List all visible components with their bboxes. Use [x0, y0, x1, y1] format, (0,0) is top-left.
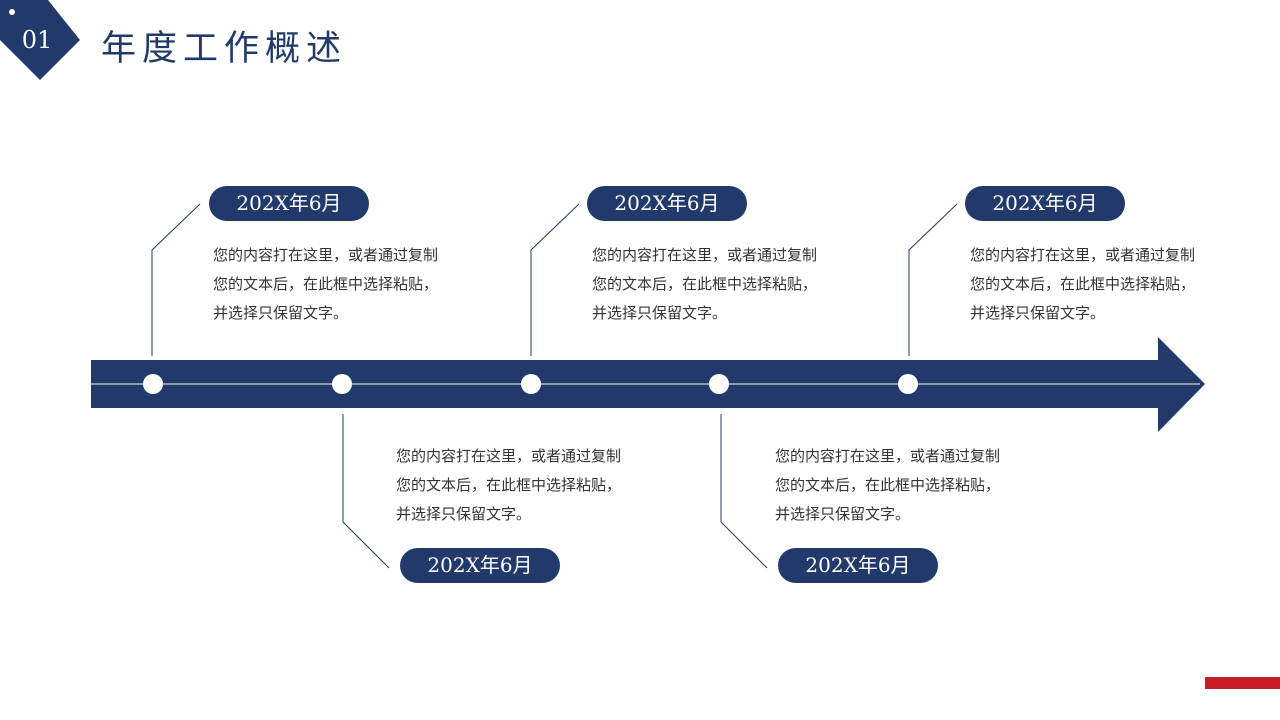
connector-line: [151, 203, 201, 356]
timeline-node: [521, 374, 541, 394]
section-number: 01: [21, 26, 53, 54]
milestone-date: 202X年6月: [400, 548, 560, 583]
connector-line: [908, 203, 958, 356]
milestone-description: 您的内容打在这里，或者通过复制您的文本后，在此框中选择粘贴，并选择只保留文字。: [396, 447, 622, 523]
milestone-date: 202X年6月: [965, 186, 1125, 221]
timeline-node: [709, 374, 729, 394]
diamond-badge-shape: [0, 0, 80, 80]
milestone-description: 您的内容打在这里，或者通过复制您的文本后，在此框中选择粘贴，并选择只保留文字。: [775, 447, 1001, 523]
milestone-description: 您的内容打在这里，或者通过复制您的文本后，在此框中选择粘贴，并选择只保留文字。: [970, 246, 1196, 322]
connector-line: [342, 414, 390, 569]
milestone-date: 202X年6月: [778, 548, 938, 583]
connector-line: [530, 203, 580, 356]
milestone-description: 您的内容打在这里，或者通过复制您的文本后，在此框中选择粘贴，并选择只保留文字。: [213, 246, 439, 322]
section-badge: 01: [0, 0, 80, 80]
connector-line: [720, 414, 768, 569]
milestone-date: 202X年6月: [587, 186, 747, 221]
accent-bar: [1205, 677, 1280, 689]
timeline-node: [143, 374, 163, 394]
page-title: 年度工作概述: [101, 29, 348, 69]
timeline-node: [898, 374, 918, 394]
timeline-node: [332, 374, 352, 394]
milestone-description: 您的内容打在这里，或者通过复制您的文本后，在此框中选择粘贴，并选择只保留文字。: [592, 246, 818, 322]
milestone-date: 202X年6月: [209, 186, 369, 221]
